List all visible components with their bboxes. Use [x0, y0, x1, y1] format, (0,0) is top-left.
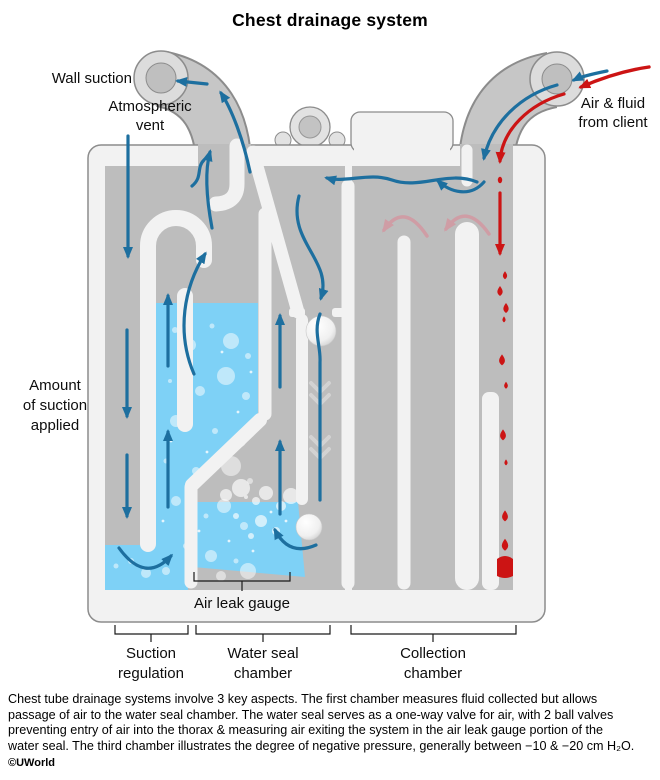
j-tube — [208, 138, 245, 212]
air-leak-gauge-water — [193, 502, 305, 577]
svg-text:Collection: Collection — [400, 645, 466, 662]
suction-regulation-bracket — [114, 625, 189, 642]
air-inlet-arrow — [481, 83, 559, 161]
external-port-arrows — [175, 65, 651, 89]
svg-text:Water seal: Water seal — [227, 645, 298, 662]
blood-droplets — [497, 271, 509, 551]
internal-tubes — [140, 138, 479, 590]
air-flow-arrows — [117, 83, 559, 570]
svg-text:applied: applied — [31, 417, 79, 434]
valve-seat-left — [289, 308, 305, 317]
svg-text:of suction: of suction — [23, 397, 87, 414]
collection-chamber-label: Collection chamber — [400, 645, 466, 682]
svg-text:chamber: chamber — [234, 665, 292, 682]
caption-line: preventing entry of air into the thorax … — [8, 723, 604, 738]
svg-text:from client: from client — [578, 114, 648, 131]
fluid-inlet-arrow — [495, 92, 566, 164]
svg-text:Atmospheric: Atmospheric — [108, 98, 192, 115]
svg-text:vent: vent — [136, 117, 165, 134]
svg-text:Suction: Suction — [126, 645, 176, 662]
figure-title: Chest drainage system — [232, 10, 428, 30]
wall-suction-label: Wall suction — [52, 70, 132, 87]
collected-fluid — [497, 556, 513, 578]
atmospheric-vent-label: Atmospheric vent — [108, 98, 192, 134]
caption-line: passage of air to the water seal chamber… — [8, 707, 614, 722]
top-knob — [274, 106, 346, 149]
svg-text:regulation: regulation — [118, 665, 184, 682]
collection-bracket — [350, 625, 517, 642]
figure-caption: Chest tube drainage systems involve 3 ke… — [8, 692, 656, 754]
caption-line: Chest tube drainage systems involve 3 ke… — [8, 692, 598, 706]
water-seal-chamber-label: Water seal chamber — [227, 645, 298, 682]
amount-of-suction-label: Amount of suction applied — [23, 377, 87, 434]
svg-text:Amount: Amount — [29, 377, 82, 394]
ball-valve-lower — [295, 513, 323, 541]
uworld-credit: ©UWorld — [8, 757, 56, 769]
vent-candy-cane-tube — [140, 210, 212, 552]
air-leak-gauge-label: Air leak gauge — [194, 595, 290, 612]
valve-seat-right — [332, 308, 348, 317]
wall-suction-out-arrow — [175, 76, 209, 87]
svg-text:chamber: chamber — [404, 665, 462, 682]
caption-line: water seal. The third chamber illustrate… — [8, 738, 635, 753]
fluid-overflow-arrows — [382, 214, 491, 238]
ball-valve-upper — [305, 315, 337, 347]
funnel-wall — [246, 145, 305, 319]
air-fluid-from-client-label: Air & fluid from client — [578, 95, 648, 131]
fluid-flow-arrows — [495, 92, 566, 578]
suction-regulation-label: Suction regulation — [118, 645, 184, 682]
air-leak-gauge-bracket — [193, 572, 291, 591]
water-seal-bracket — [195, 625, 331, 642]
svg-text:Air & fluid: Air & fluid — [581, 95, 645, 112]
